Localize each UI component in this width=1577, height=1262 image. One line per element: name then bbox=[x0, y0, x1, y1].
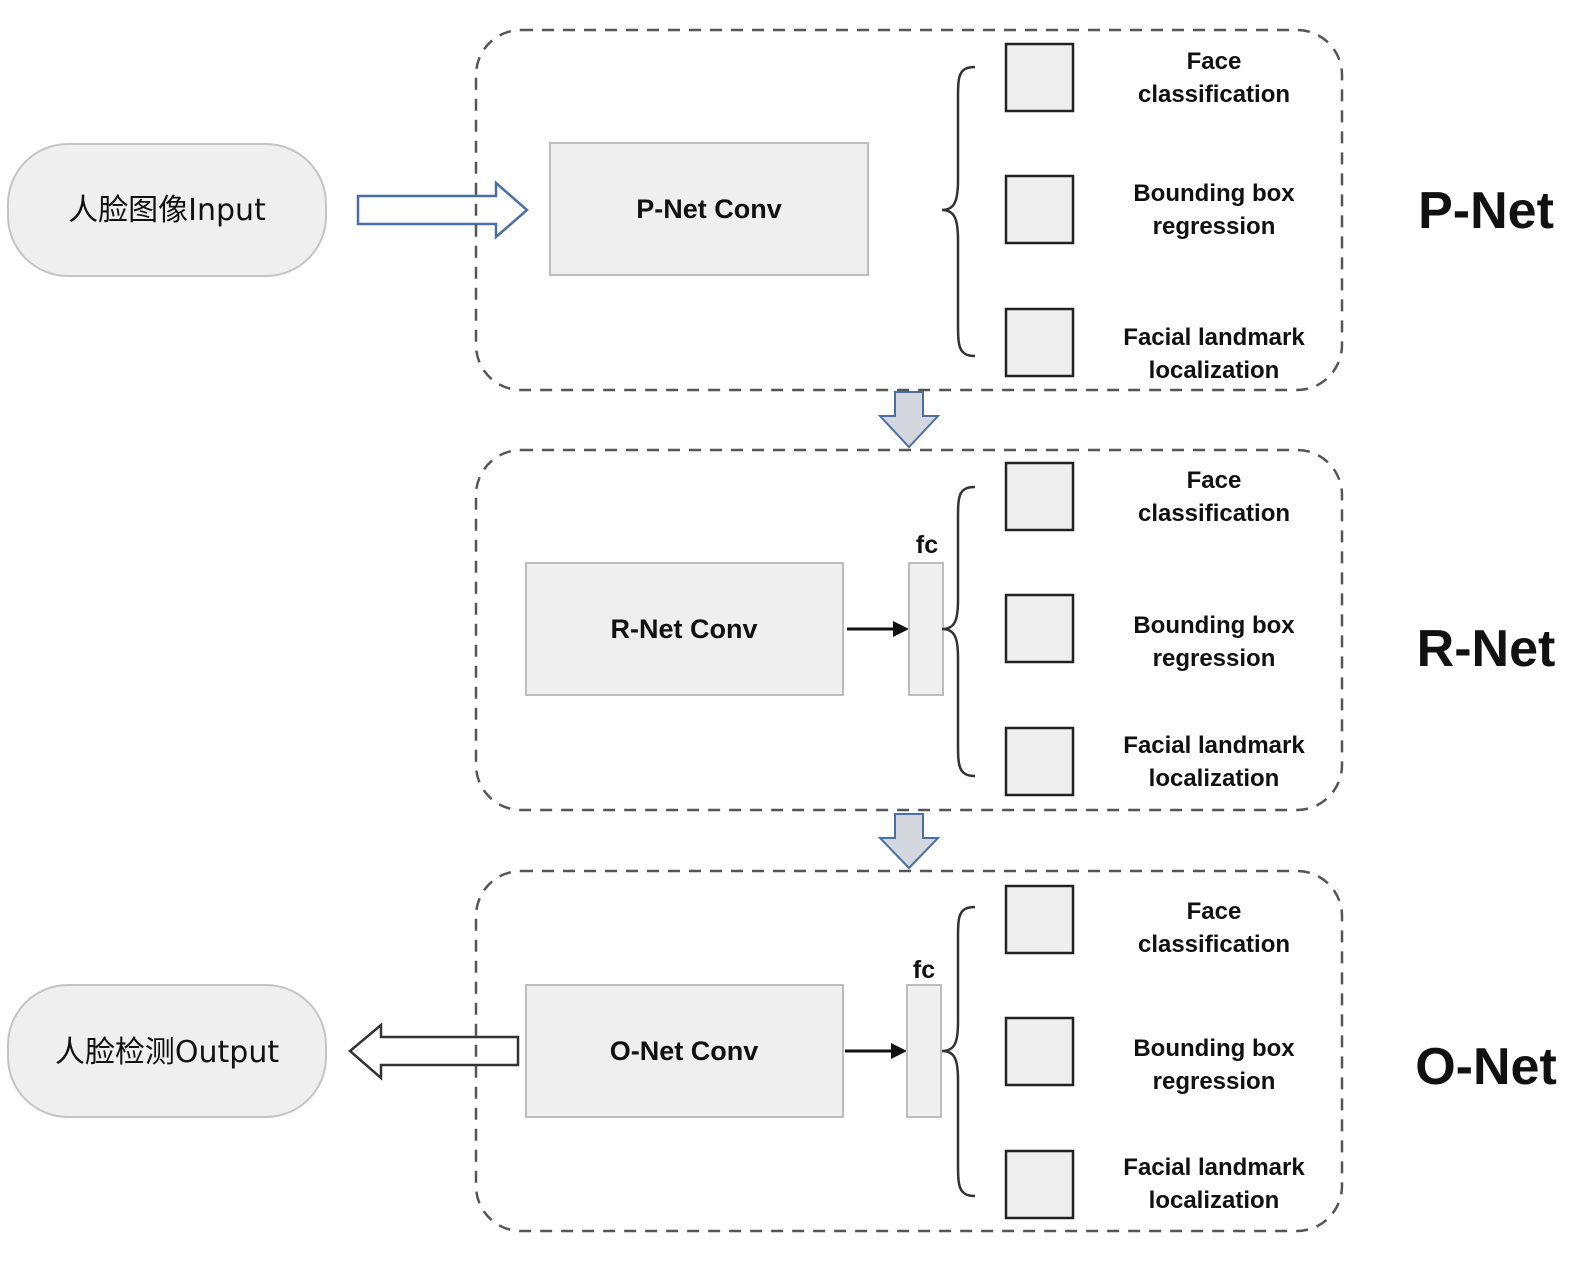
rnet-fc-label: fc bbox=[916, 531, 938, 559]
rnet-brace bbox=[941, 485, 976, 778]
onet-stage-name: O-Net bbox=[1415, 1038, 1557, 1096]
pnet-bbox-label-1: Bounding box bbox=[1133, 180, 1295, 207]
input-label: 人脸图像Input bbox=[68, 193, 266, 228]
rnet-bbox-box bbox=[1004, 593, 1075, 664]
input-node: 人脸图像Input bbox=[7, 143, 327, 277]
pnet-dashed-border bbox=[474, 28, 1344, 392]
onet-face-cls-label-1: Face bbox=[1187, 898, 1242, 925]
rnet-bbox-label-1: Bounding box bbox=[1133, 612, 1295, 639]
rnet-fc-box bbox=[908, 562, 944, 696]
onet-arrowhead bbox=[891, 1043, 907, 1059]
input-arrow bbox=[356, 180, 529, 240]
rnet-conv-box bbox=[525, 562, 844, 696]
onet-dashed-border bbox=[474, 869, 1344, 1233]
pnet-bbox-label-2: regression bbox=[1153, 213, 1276, 240]
output-arrow bbox=[348, 1022, 520, 1081]
pnet-stage-name: P-Net bbox=[1418, 182, 1554, 240]
pnet-conv-label: P-Net Conv bbox=[636, 194, 782, 224]
pnet-brace bbox=[941, 65, 976, 358]
pnet-bbox-box bbox=[1004, 174, 1075, 245]
rnet-face-cls-box bbox=[1004, 461, 1075, 532]
rnet-landmark-label-1: Facial landmark bbox=[1123, 732, 1305, 759]
pnet-face-cls-box bbox=[1004, 42, 1075, 113]
pnet-landmark-label-2: localization bbox=[1149, 357, 1280, 384]
rnet-landmark-box bbox=[1004, 726, 1075, 797]
rnet-face-cls-label-1: Face bbox=[1187, 467, 1242, 494]
onet-bbox-box bbox=[1004, 1016, 1075, 1087]
stage-pnet: P-Net Conv Face classification Bounding … bbox=[474, 28, 1554, 392]
rnet-stage-name: R-Net bbox=[1417, 620, 1556, 678]
pnet-landmark-box bbox=[1004, 307, 1075, 378]
pnet-landmark-label-1: Facial landmark bbox=[1123, 324, 1305, 351]
onet-fc-label: fc bbox=[913, 956, 935, 984]
rnet-conv-label: R-Net Conv bbox=[611, 614, 758, 644]
onet-conv-label: O-Net Conv bbox=[610, 1036, 759, 1066]
onet-face-cls-box bbox=[1004, 884, 1075, 955]
onet-landmark-label-2: localization bbox=[1149, 1187, 1280, 1214]
rnet-bbox-label-2: regression bbox=[1153, 645, 1276, 672]
onet-bbox-label-2: regression bbox=[1153, 1068, 1276, 1095]
output-label: 人脸检测Output bbox=[55, 1035, 279, 1070]
rnet-face-cls-label-2: classification bbox=[1138, 500, 1290, 527]
onet-fc-box bbox=[906, 984, 942, 1118]
stage-rnet: R-Net Conv fc Face classification Boundi… bbox=[474, 448, 1556, 812]
onet-conv-box bbox=[525, 984, 844, 1118]
rnet-arrowhead bbox=[893, 621, 909, 637]
pnet-face-cls-label-1: Face bbox=[1187, 48, 1242, 75]
onet-face-cls-label-2: classification bbox=[1138, 931, 1290, 958]
output-node: 人脸检测Output bbox=[7, 984, 327, 1118]
onet-landmark-label-1: Facial landmark bbox=[1123, 1154, 1305, 1181]
onet-bbox-label-1: Bounding box bbox=[1133, 1035, 1295, 1062]
down-arrow-rnet-to-onet bbox=[877, 813, 941, 870]
down-arrow-pnet-to-rnet bbox=[877, 391, 941, 449]
pnet-conv-box bbox=[549, 142, 869, 276]
rnet-landmark-label-2: localization bbox=[1149, 765, 1280, 792]
rnet-dashed-border bbox=[474, 448, 1344, 812]
pnet-face-cls-label-2: classification bbox=[1138, 81, 1290, 108]
onet-landmark-box bbox=[1004, 1149, 1075, 1220]
onet-brace bbox=[941, 905, 976, 1198]
stage-onet: O-Net Conv fc Face classification Boundi… bbox=[474, 869, 1557, 1233]
